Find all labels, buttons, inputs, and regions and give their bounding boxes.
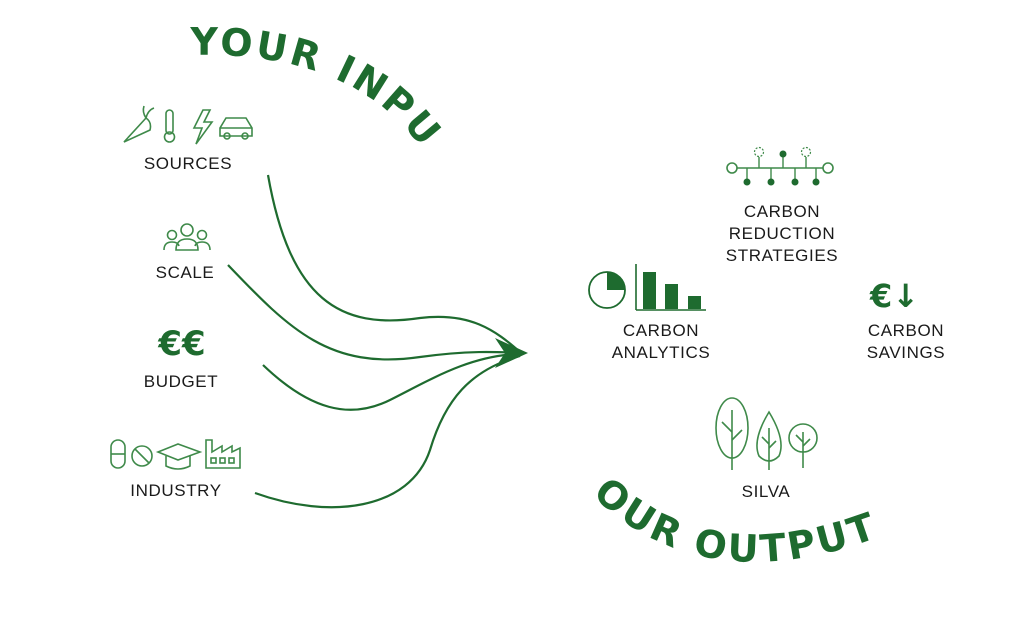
arrow-head-icon xyxy=(495,338,528,368)
bar-chart-icon xyxy=(635,264,706,311)
factory-icon xyxy=(205,439,241,469)
down-arrow-icon: ↓ xyxy=(892,277,920,315)
label-line: STRATEGIES xyxy=(725,246,839,265)
pill-icon xyxy=(110,439,126,469)
label-carbon-analytics: CARBON ANALYTICS xyxy=(591,320,731,364)
label-line: ANALYTICS xyxy=(611,343,711,362)
trees-icon xyxy=(715,397,818,470)
label-line: CARBON xyxy=(622,321,700,340)
car-icon xyxy=(219,117,253,140)
flow-curves xyxy=(227,174,521,509)
analytics-icon xyxy=(588,264,706,311)
people-icon xyxy=(163,223,211,251)
industry-icons xyxy=(110,439,241,470)
flow-curve-scale xyxy=(227,264,521,361)
label-scale: SCALE xyxy=(155,263,215,282)
flow-curve-industry xyxy=(254,354,521,509)
sources-icons xyxy=(123,105,253,145)
label-carbon-reduction-strategies: CARBON REDUCTION STRATEGIES xyxy=(712,201,852,267)
euro-sign-icon: € xyxy=(870,277,893,315)
label-line: CARBON xyxy=(743,202,821,221)
timeline-icon xyxy=(726,146,834,186)
your-input-heading: YOUR INPUT xyxy=(0,0,451,156)
thermometer-icon xyxy=(163,109,176,143)
flow-curve-budget xyxy=(262,352,521,411)
label-line: REDUCTION xyxy=(728,224,836,243)
label-industry: INDUSTRY xyxy=(130,481,222,500)
graduation-cap-icon xyxy=(155,443,203,470)
label-line: CARBON xyxy=(867,321,945,340)
label-budget: BUDGET xyxy=(143,372,219,391)
euro-icon: €€ xyxy=(158,324,206,364)
euro-down-icon: €↓ xyxy=(870,274,930,318)
label-sources: SOURCES xyxy=(143,154,233,173)
forbidden-icon xyxy=(131,445,153,467)
flow-curve-sources xyxy=(266,174,521,353)
label-line: SAVINGS xyxy=(866,343,946,362)
label-carbon-savings: CARBON SAVINGS xyxy=(836,320,976,364)
lightning-icon xyxy=(192,109,214,145)
label-silva: SILVA xyxy=(741,482,791,501)
carrot-icon xyxy=(123,105,155,143)
